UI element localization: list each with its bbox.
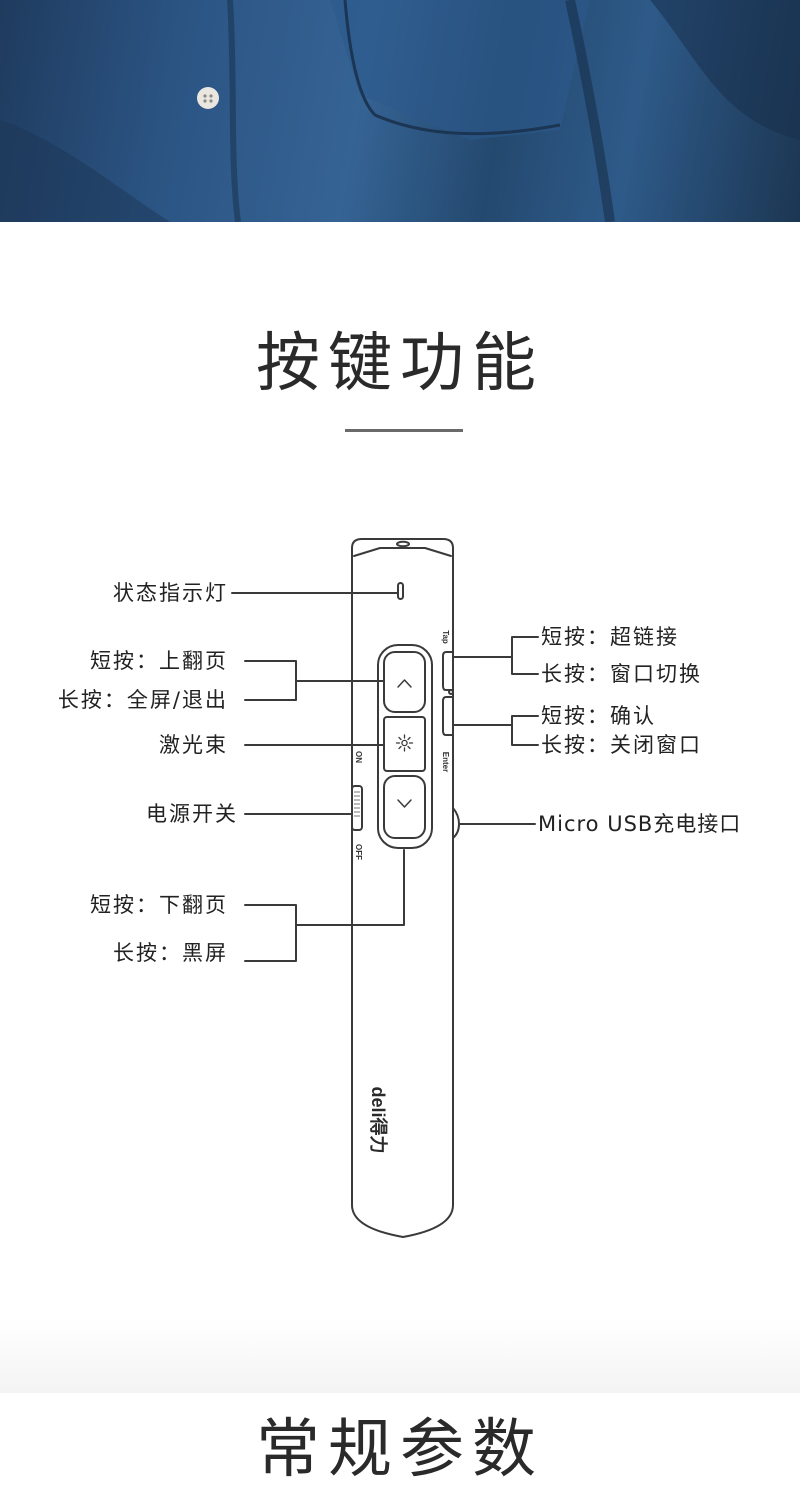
tap-long-label: 长按：窗口切换 — [541, 662, 702, 686]
enter-long-label: 长按：关闭窗口 — [541, 733, 702, 757]
denim-shirt-illustration — [0, 0, 800, 222]
switch-on-label: ON — [354, 751, 363, 763]
page-up-long-label: 长按：全屏/退出 — [57, 688, 228, 712]
shirt-button — [197, 87, 219, 109]
brand-logo: deli得力 — [368, 1086, 389, 1153]
title-divider — [345, 429, 463, 432]
section-separator — [0, 1318, 800, 1393]
power-switch — [351, 785, 363, 831]
page-down-short-label: 短按：下翻页 — [90, 893, 228, 917]
tap-callout — [452, 636, 539, 675]
device-top-cap — [353, 547, 452, 557]
page-down-callout — [244, 849, 405, 962]
presenter-diagram: ON OFF Tap Enter deli得力 — [231, 538, 539, 1238]
button-group — [377, 644, 433, 849]
tap-side-button — [442, 651, 454, 691]
status-light — [397, 582, 404, 600]
laser-button — [383, 716, 426, 772]
chevron-up-icon — [397, 679, 412, 688]
page-up-short-label: 短按：上翻页 — [90, 649, 228, 673]
switch-off-label: OFF — [354, 844, 363, 860]
hero-photo — [0, 0, 800, 222]
enter-short-label: 短按：确认 — [541, 704, 656, 728]
device-body — [351, 538, 454, 1238]
laser-label: 激光束 — [159, 733, 228, 757]
next-section-title: 常规参数 — [256, 1413, 544, 1487]
power-switch-label: 电源开关 — [146, 802, 238, 826]
chevron-down-icon — [397, 799, 412, 808]
section-title: 按键功能 — [256, 327, 544, 401]
tap-short-label: 短按：超链接 — [541, 625, 679, 649]
status-light-label: 状态指示灯 — [113, 581, 228, 605]
tap-side-label: Tap — [441, 630, 450, 644]
enter-side-button — [442, 696, 454, 736]
page-up-callout — [244, 660, 384, 701]
usb-port-label: Micro USB充电接口 — [538, 812, 742, 836]
page-up-button — [383, 651, 426, 713]
page-down-button — [383, 775, 426, 839]
page-down-long-label: 长按：黑屏 — [113, 941, 228, 965]
enter-side-label: Enter — [441, 752, 450, 772]
laser-icon — [395, 734, 414, 752]
enter-callout — [452, 715, 539, 746]
